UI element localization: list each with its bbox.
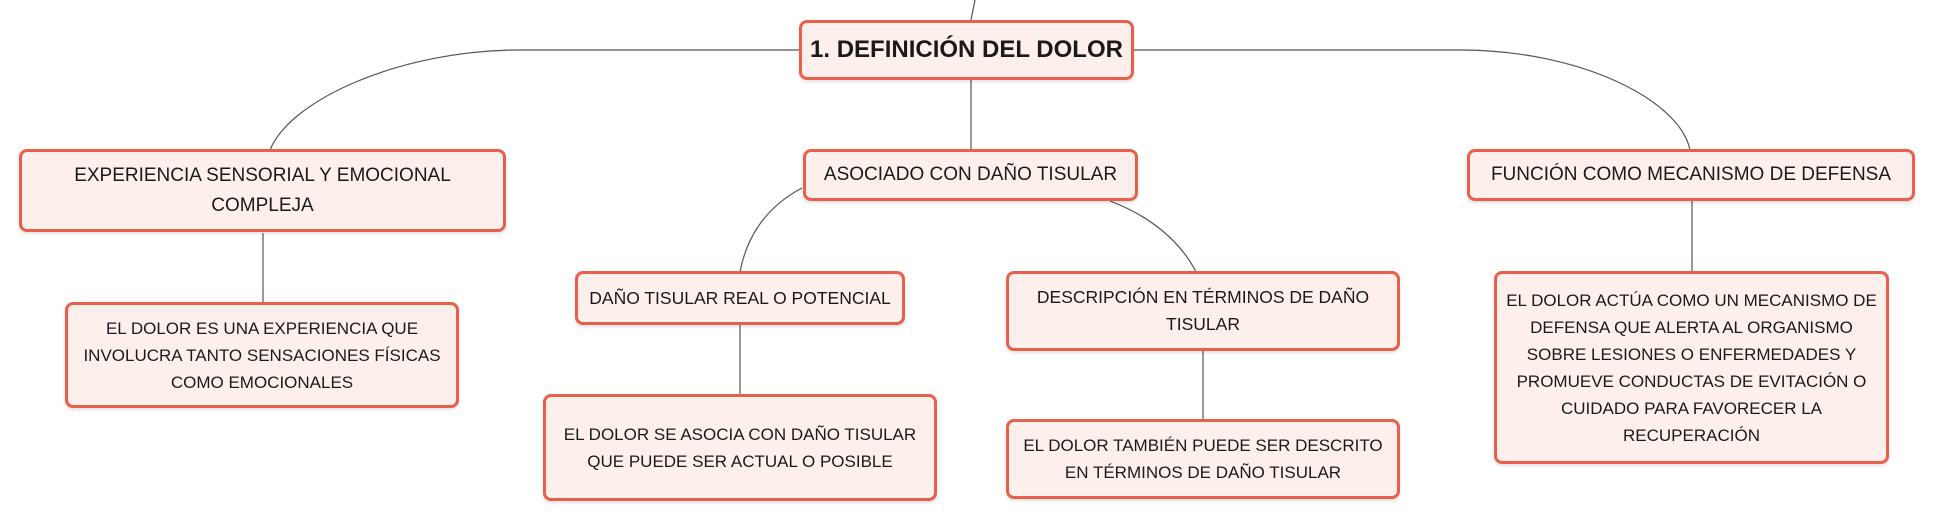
subtopic-funcion-detail[interactable]: EL DOLOR ACTÚA COMO UN MECANISMO DE DEFE…: [1494, 271, 1889, 464]
connector-root-to-funcion: [1133, 49, 1691, 151]
topic-experiencia-sensorial[interactable]: EXPERIENCIA SENSORIAL Y EMOCIONAL COMPLE…: [19, 149, 506, 232]
subtopic-dano-real-potencial[interactable]: DAÑO TISULAR REAL O POTENCIAL: [575, 271, 905, 325]
subtopic-descripcion-terminos[interactable]: DESCRIPCIÓN EN TÉRMINOS DE DAÑO TISULAR: [1006, 271, 1400, 351]
connector-asociado-to-real: [739, 187, 803, 273]
topic-label: ASOCIADO CON DAÑO TISULAR: [823, 164, 1118, 185]
subtopic-label: EL DOLOR SE ASOCIA CON DAÑO TISULAR QUE …: [563, 424, 917, 471]
topic-label: FUNCIÓN COMO MECANISMO DE DEFENSA: [1490, 164, 1892, 185]
root-topic-label: 1. DEFINICIÓN DEL DOLOR: [810, 36, 1123, 63]
subtopic-label: DESCRIPCIÓN EN TÉRMINOS DE DAÑO TISULAR: [1036, 287, 1370, 334]
subtopic-experiencia-detail[interactable]: EL DOLOR ES UNA EXPERIENCIA QUE INVOLUCR…: [65, 302, 459, 408]
connector-asociado-to-descripcion: [1109, 200, 1197, 273]
topic-funcion-mecanismo-defensa[interactable]: FUNCIÓN COMO MECANISMO DE DEFENSA: [1467, 149, 1915, 201]
connector-root-parent: [970, 0, 976, 21]
connector-root-to-experiencia: [269, 49, 800, 151]
subtopic-label: DAÑO TISULAR REAL O POTENCIAL: [589, 287, 891, 308]
subtopic-real-detail[interactable]: EL DOLOR SE ASOCIA CON DAÑO TISULAR QUE …: [543, 394, 937, 501]
subtopic-label: EL DOLOR ACTÚA COMO UN MECANISMO DE DEFE…: [1506, 290, 1877, 445]
subtopic-descripcion-detail[interactable]: EL DOLOR TAMBIÉN PUEDE SER DESCRITO EN T…: [1006, 419, 1400, 499]
root-topic[interactable]: 1. DEFINICIÓN DEL DOLOR: [799, 20, 1134, 80]
subtopic-label: EL DOLOR ES UNA EXPERIENCIA QUE INVOLUCR…: [83, 318, 441, 392]
topic-label: EXPERIENCIA SENSORIAL Y EMOCIONAL COMPLE…: [74, 164, 451, 216]
subtopic-label: EL DOLOR TAMBIÉN PUEDE SER DESCRITO EN T…: [1023, 436, 1383, 482]
topic-asociado-dano-tisular[interactable]: ASOCIADO CON DAÑO TISULAR: [803, 149, 1138, 201]
